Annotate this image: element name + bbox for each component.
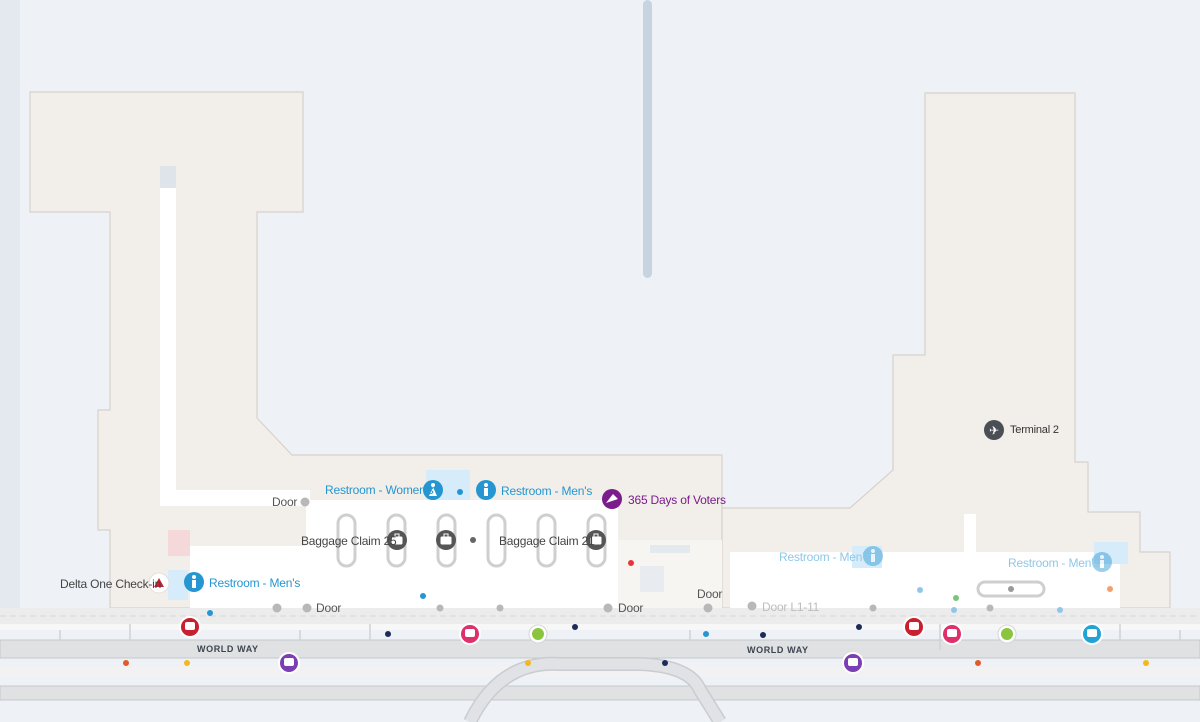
corridor xyxy=(160,185,176,505)
bus-icon[interactable] xyxy=(459,623,481,645)
bus-icon[interactable] xyxy=(179,616,201,638)
restroom-men-icon[interactable] xyxy=(476,480,496,500)
restroom-men-icon[interactable] xyxy=(863,546,883,566)
baggage-icon[interactable] xyxy=(586,530,606,550)
art-icon[interactable] xyxy=(602,489,622,509)
restroom-mens-label[interactable]: Restroom - Men's xyxy=(209,576,301,590)
green-transit-icon[interactable] xyxy=(997,624,1017,644)
restroom-mens-label[interactable]: Restroom - Men's xyxy=(1008,556,1100,570)
terminal-label[interactable]: Terminal 2 xyxy=(1010,424,1059,436)
baggage-claim-21-label[interactable]: Baggage Claim 21 xyxy=(499,534,595,548)
restroom-mens-label[interactable]: Restroom - Men's xyxy=(779,550,871,564)
baggage-icon[interactable] xyxy=(436,530,456,550)
door-label: Door xyxy=(272,495,298,509)
door-markers xyxy=(272,497,994,613)
bus-icon[interactable] xyxy=(941,623,963,645)
delta-icon[interactable] xyxy=(148,572,170,594)
shuttle-icon[interactable] xyxy=(278,652,300,674)
jetway-line xyxy=(643,0,652,278)
restroom-men-icon[interactable] xyxy=(184,572,204,592)
delta-one-label[interactable]: Delta One Check-in xyxy=(60,577,162,591)
airport-icon[interactable]: ✈ xyxy=(984,420,1004,440)
door-label: Door xyxy=(618,601,644,615)
roads xyxy=(0,608,1200,722)
street-label: WORLD WAY xyxy=(747,645,809,655)
green-transit-icon[interactable] xyxy=(528,624,548,644)
poi-dots xyxy=(123,560,1149,666)
bus-icon[interactable] xyxy=(1081,623,1103,645)
restroom-women-icon[interactable] xyxy=(423,480,443,500)
restroom-men-icon[interactable] xyxy=(1092,552,1112,572)
restroom-womens-label[interactable]: Restroom - Women's xyxy=(325,483,434,497)
restroom-mens-label[interactable]: Restroom - Men's xyxy=(501,484,593,498)
street-label: WORLD WAY xyxy=(197,644,259,654)
baggage-claim-25-label[interactable]: Baggage Claim 25 xyxy=(301,534,397,548)
door-label: Door xyxy=(316,601,342,615)
voters-exhibit-label[interactable]: 365 Days of Voters xyxy=(628,493,726,507)
baggage-claim-hall xyxy=(306,500,618,608)
svg-text:✈: ✈ xyxy=(989,424,999,438)
bus-icon[interactable] xyxy=(903,616,925,638)
door-label-l1: Door L1-11 xyxy=(762,600,820,614)
door-label: Door xyxy=(697,587,723,601)
baggage-icon[interactable] xyxy=(387,530,407,550)
shuttle-icon[interactable] xyxy=(842,652,864,674)
terminal-building-right xyxy=(721,92,1171,609)
